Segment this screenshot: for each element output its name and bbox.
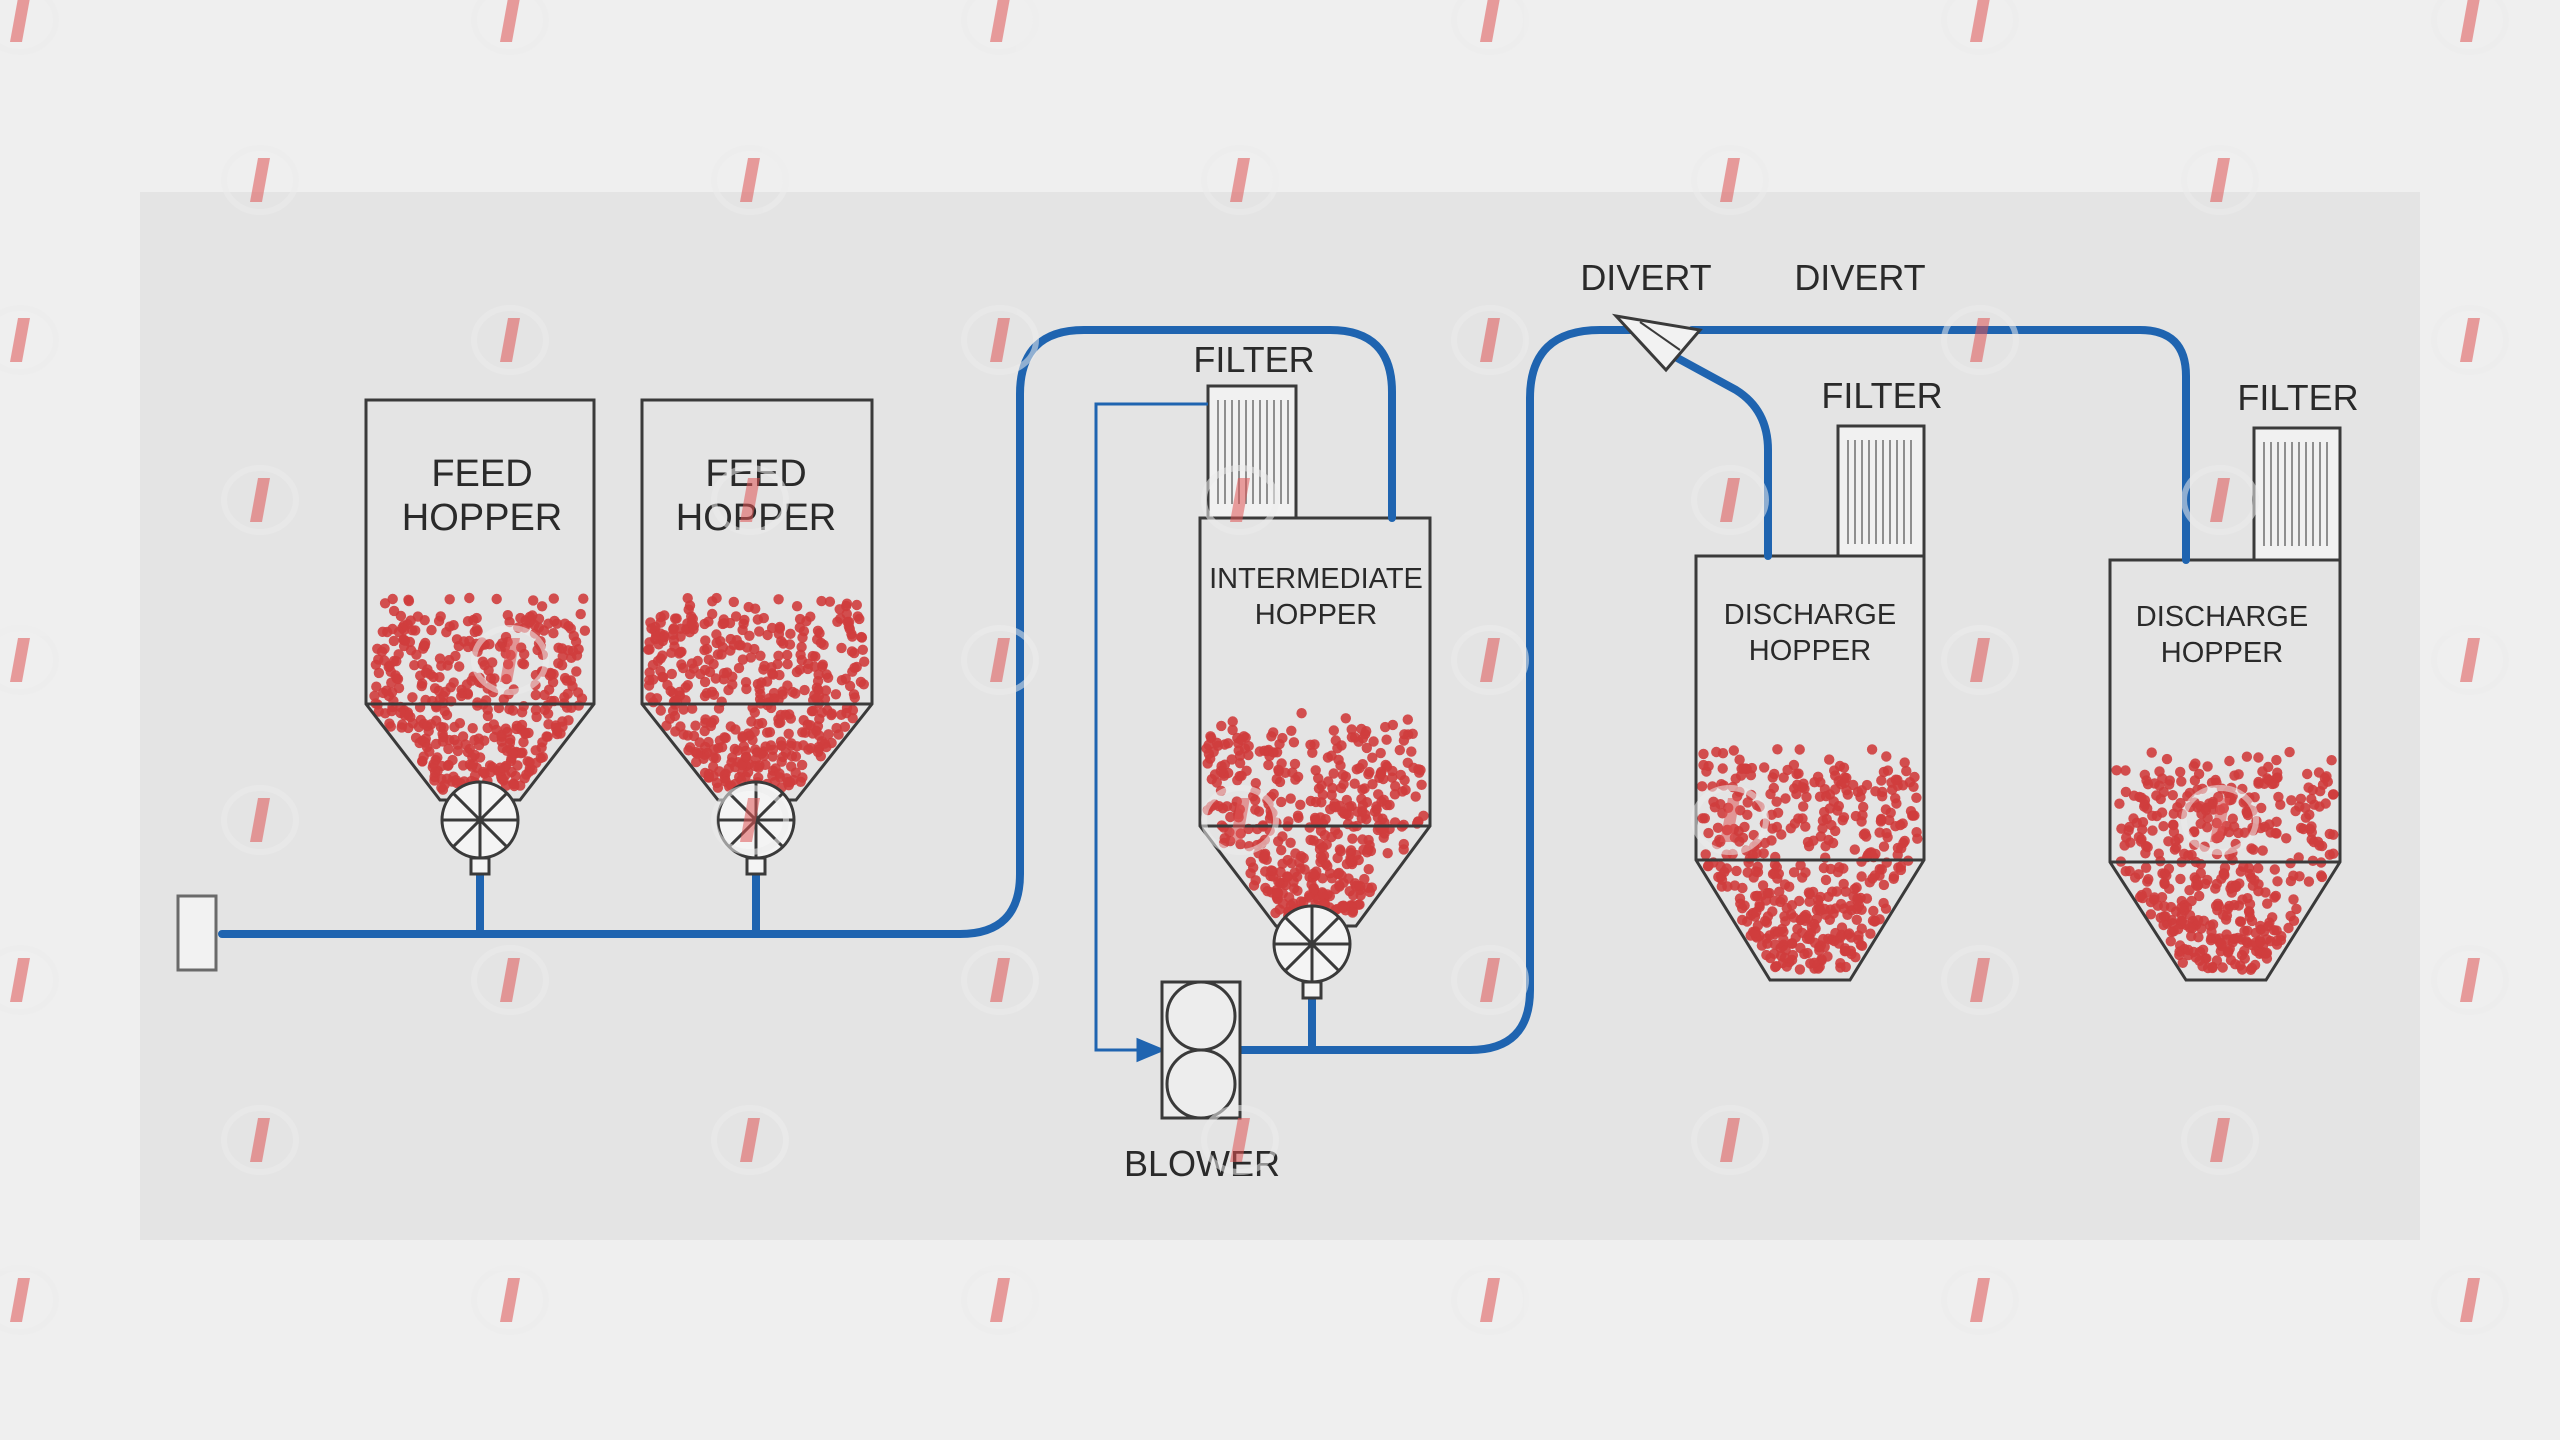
blower-icon bbox=[1160, 980, 1242, 1120]
watermark-logo-icon bbox=[471, 305, 549, 375]
watermark-logo-icon bbox=[2181, 1105, 2259, 1175]
filter-intermediate-label: FILTER bbox=[1193, 339, 1314, 380]
watermark-logo-icon bbox=[0, 625, 59, 695]
discharge-hopper-2-label-line2: HOPPER bbox=[2161, 637, 2283, 669]
feed-hopper-1-label-line1: FEED bbox=[431, 453, 532, 495]
watermark-logo-icon bbox=[1941, 625, 2019, 695]
watermark-logo-icon bbox=[0, 945, 59, 1015]
filter-discharge-2-label: FILTER bbox=[2237, 377, 2358, 418]
air-inlet-icon bbox=[176, 894, 218, 972]
watermark-logo-icon bbox=[1691, 1105, 1769, 1175]
watermark-logo-icon bbox=[0, 0, 59, 55]
divert-2-label: DIVERT bbox=[1794, 257, 1925, 298]
watermark-logo-icon bbox=[471, 0, 549, 55]
feed-hopper-1 bbox=[364, 398, 596, 802]
watermark-logo-icon bbox=[711, 465, 789, 535]
watermark-logo-icon bbox=[1691, 465, 1769, 535]
watermark-logo-icon bbox=[961, 625, 1039, 695]
watermark-logo-icon bbox=[2431, 1265, 2509, 1335]
watermark-logo-icon bbox=[961, 945, 1039, 1015]
watermark-logo-icon bbox=[961, 1265, 1039, 1335]
watermark-logo-icon bbox=[471, 1265, 549, 1335]
divert-branch-2 bbox=[1688, 326, 2190, 564]
watermark-logo-icon bbox=[2431, 625, 2509, 695]
divert-branch-1 bbox=[1666, 350, 1772, 560]
intermediate-hopper-label-line2: HOPPER bbox=[1255, 599, 1377, 631]
watermark-logo-icon bbox=[2431, 0, 2509, 55]
watermark-logo-icon bbox=[1941, 1265, 2019, 1335]
intermediate-hopper-label-line1: INTERMEDIATE bbox=[1209, 563, 1423, 595]
watermark-logo-icon bbox=[2181, 785, 2259, 855]
watermark-logo-icon bbox=[2181, 465, 2259, 535]
discharge-hopper-2-label-line1: DISCHARGE bbox=[2136, 601, 2308, 633]
air-return-arrow-icon bbox=[1136, 1037, 1166, 1063]
discharge-hopper-1-label-line1: DISCHARGE bbox=[1724, 599, 1896, 631]
watermark-logo-icon bbox=[471, 625, 549, 695]
watermark-logo-icon bbox=[1201, 785, 1279, 855]
watermark-logo-icon bbox=[0, 305, 59, 375]
filter-discharge-1-label: FILTER bbox=[1821, 375, 1942, 416]
watermark-logo-icon bbox=[471, 945, 549, 1015]
filter-discharge-1 bbox=[1836, 424, 1926, 558]
feed-hopper-1-label-line2: HOPPER bbox=[402, 497, 562, 539]
rotary-valve-icon bbox=[440, 780, 520, 876]
watermark-logo-icon bbox=[1201, 145, 1279, 215]
discharge-line-pipe bbox=[1236, 326, 1644, 1054]
watermark-logo-icon bbox=[1451, 1265, 1529, 1335]
watermark-logo-icon bbox=[961, 305, 1039, 375]
watermark-logo-icon bbox=[1691, 785, 1769, 855]
feed-hopper-2 bbox=[640, 398, 874, 802]
watermark-logo-icon bbox=[0, 1265, 59, 1335]
rotary-valve-icon bbox=[1272, 904, 1352, 1000]
discharge-hopper-1-label-line2: HOPPER bbox=[1749, 635, 1871, 667]
watermark-logo-icon bbox=[1451, 0, 1529, 55]
filter-discharge-2 bbox=[2252, 426, 2342, 562]
divert-1-label: DIVERT bbox=[1580, 257, 1711, 298]
watermark-logo-icon bbox=[1201, 1105, 1279, 1175]
watermark-logo-icon bbox=[711, 785, 789, 855]
air-return-line bbox=[1094, 402, 1208, 1063]
watermark-logo-icon bbox=[1451, 625, 1529, 695]
watermark-logo-icon bbox=[1941, 305, 2019, 375]
watermark-logo-icon bbox=[1941, 945, 2019, 1015]
watermark-logo-icon bbox=[221, 145, 299, 215]
watermark-logo-icon bbox=[1451, 945, 1529, 1015]
diverter-valve-icon bbox=[1611, 313, 1703, 373]
watermark-logo-icon bbox=[1201, 465, 1279, 535]
watermark-logo-icon bbox=[2431, 945, 2509, 1015]
watermark-overlay bbox=[0, 0, 2509, 1335]
blower-label: BLOWER bbox=[1124, 1143, 1280, 1184]
watermark-logo-icon bbox=[221, 1105, 299, 1175]
watermark-logo-icon bbox=[1941, 0, 2019, 55]
watermark-logo-icon bbox=[1691, 145, 1769, 215]
watermark-logo-icon bbox=[711, 1105, 789, 1175]
watermark-logo-icon bbox=[1451, 305, 1529, 375]
watermark-logo-icon bbox=[221, 785, 299, 855]
watermark-logo-icon bbox=[2431, 305, 2509, 375]
watermark-logo-icon bbox=[961, 0, 1039, 55]
watermark-logo-icon bbox=[711, 145, 789, 215]
filter-intermediate bbox=[1206, 384, 1298, 520]
labels: FEED HOPPER FEED HOPPER INTERMEDIATE HOP… bbox=[402, 257, 2359, 1184]
watermark-logo-icon bbox=[221, 465, 299, 535]
watermark-logo-icon bbox=[2181, 145, 2259, 215]
